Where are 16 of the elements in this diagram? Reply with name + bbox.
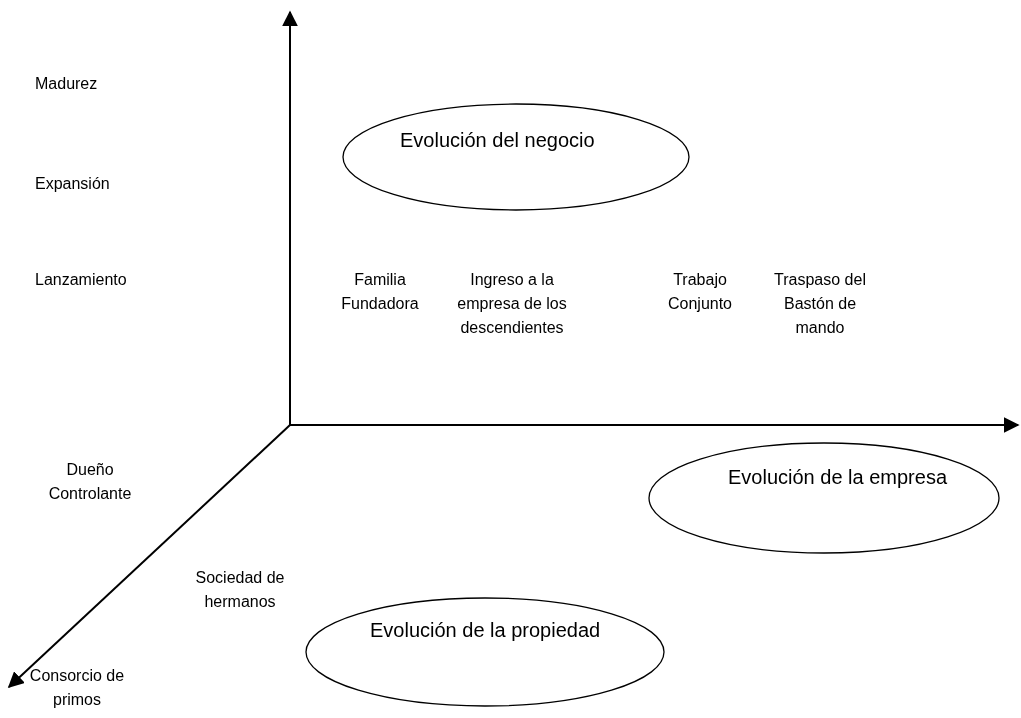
stage-label: Traspaso del Bastón de mando xyxy=(773,270,867,338)
ellipse-text: Evolución de la propiedad xyxy=(370,618,602,643)
ellipse-text: Evolución de la empresa xyxy=(728,465,948,490)
stage-label: Familia Fundadora xyxy=(340,270,420,314)
ellipse-node xyxy=(305,597,665,707)
axis-label: Expansión xyxy=(35,174,111,194)
axis-label: Sociedad de hermanos xyxy=(194,568,286,612)
axis-label: Lanzamiento xyxy=(35,270,128,290)
ellipse-node xyxy=(342,103,690,211)
ellipse-node xyxy=(648,442,1000,554)
ellipse-text: Evolución del negocio xyxy=(400,128,596,153)
stage-label: Trabajo Conjunto xyxy=(666,270,733,314)
axis-label: Dueño Controlante xyxy=(47,460,133,504)
axis-label: Madurez xyxy=(35,74,99,94)
stage-label: Ingreso a la empresa de los descendientes xyxy=(456,270,568,338)
axis-label: Consorcio de primos xyxy=(28,666,126,710)
